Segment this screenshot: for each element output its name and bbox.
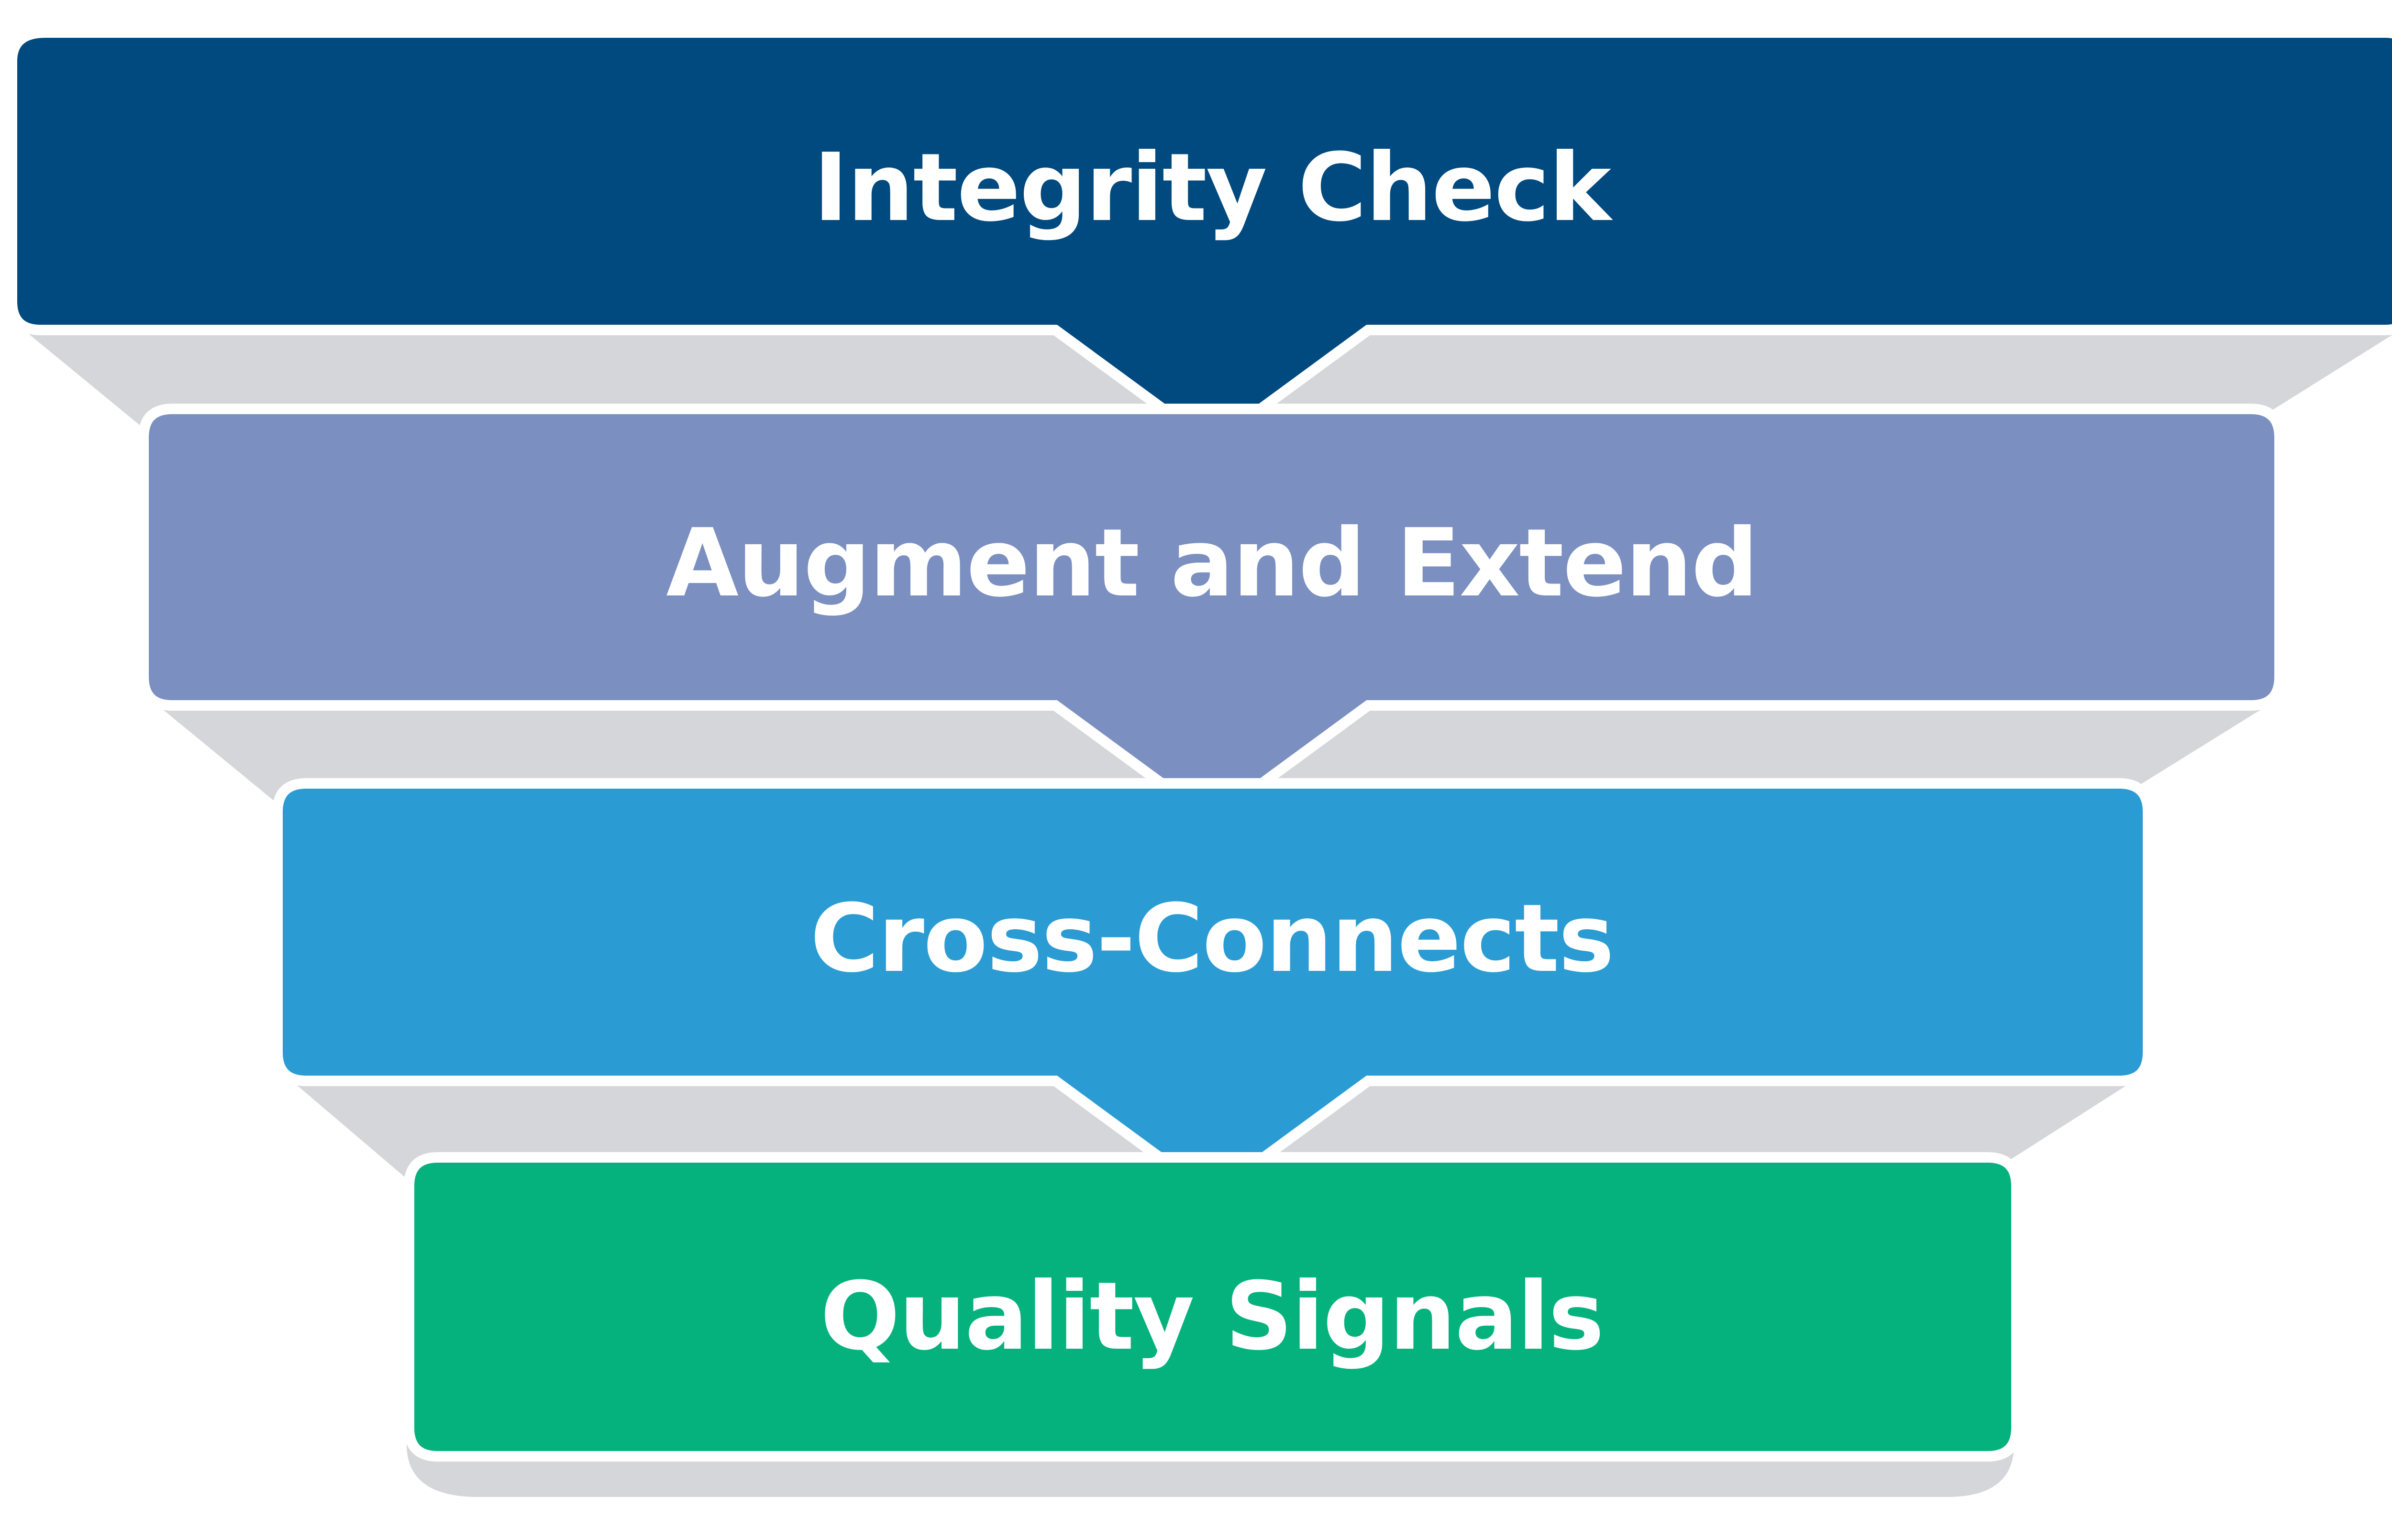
stage-label-cross-connects: Cross-Connects [810, 884, 1614, 993]
stage-label-quality-signals: Quality Signals [820, 1262, 1604, 1371]
stage-label-augment-and-extend: Augment and Extend [666, 509, 1757, 618]
stage-integrity-check [6, 27, 2392, 451]
stage-cross-connects [272, 778, 2153, 1202]
stage-label-integrity-check: Integrity Check [813, 133, 1613, 242]
funnel-stages [6, 27, 2392, 1462]
stage-quality-signals [404, 1152, 2022, 1462]
funnel-labels: Integrity Check Augment and Extend Cross… [666, 133, 1758, 1371]
stage-augment-and-extend [138, 404, 2285, 827]
